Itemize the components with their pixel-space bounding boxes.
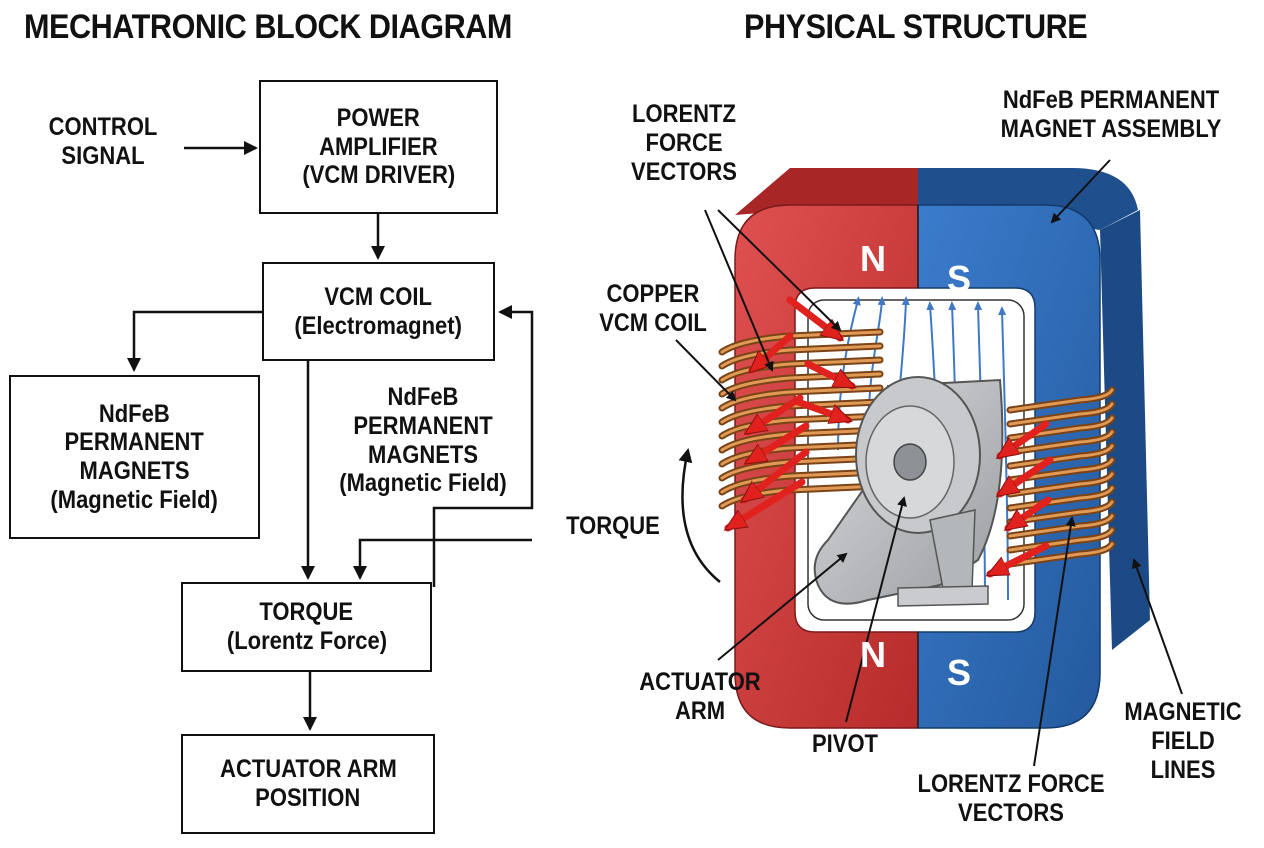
lorentz-bottom-label: LORENTZ FORCE VECTORS xyxy=(917,770,1105,827)
lorentz-top-label: LORENTZ FORCE VECTORS xyxy=(631,100,737,186)
copper-coil-label: COPPER VCM COIL xyxy=(599,280,707,337)
pole-s-bottom: S xyxy=(946,652,971,693)
arrow-torque-feedback xyxy=(432,305,534,587)
magnet-assembly-label: NdFeB PERMANENT MAGNET ASSEMBLY xyxy=(1000,86,1222,143)
torque-curved-arrow xyxy=(678,448,721,583)
power-amplifier-block: POWER AMPLIFIER (VCM DRIVER) xyxy=(259,80,498,214)
arrow-coil-to-magnets xyxy=(127,310,262,372)
leader-lines xyxy=(675,159,1183,767)
magnet-top-depth-blue xyxy=(918,168,1138,230)
magnet-top-depth-red xyxy=(735,168,918,215)
pole-s-top: S xyxy=(946,258,971,299)
control-signal-label: CONTROL SIGNAL xyxy=(48,113,158,170)
torque-block: TORQUE (Lorentz Force) xyxy=(181,582,432,672)
arrow-magnets-to-torque xyxy=(353,538,532,580)
actuator-arm-label: ACTUATOR ARM xyxy=(639,668,761,725)
field-lines-label: MAGNETIC FIELD LINES xyxy=(1124,698,1242,784)
pivot-base xyxy=(897,509,989,607)
lorentz-force-arrows xyxy=(728,296,1054,578)
actuator-position-block: ACTUATOR ARM POSITION xyxy=(181,734,435,834)
pole-n-top: N xyxy=(860,238,886,279)
block-diagram-title: MECHATRONIC BLOCK DIAGRAM xyxy=(24,8,512,46)
torque-structure-label: TORQUE xyxy=(566,512,660,540)
block-connectors xyxy=(127,141,534,731)
pole-n-bottom: N xyxy=(860,634,886,675)
physical-structure-title: PHYSICAL STRUCTURE xyxy=(744,8,1088,46)
right-coil xyxy=(1006,386,1116,568)
magnets-left-block: NdFeB PERMANENT MAGNETS (Magnetic Field) xyxy=(9,375,260,539)
vcm-coil-block: VCM COIL (Electromagnet) xyxy=(262,262,495,361)
magnet-right-depth xyxy=(1100,210,1150,650)
magnets-right-label: NdFeB PERMANENT MAGNETS (Magnetic Field) xyxy=(339,383,507,498)
south-pole-half xyxy=(917,204,1101,729)
pivot-label: PIVOT xyxy=(811,730,878,758)
